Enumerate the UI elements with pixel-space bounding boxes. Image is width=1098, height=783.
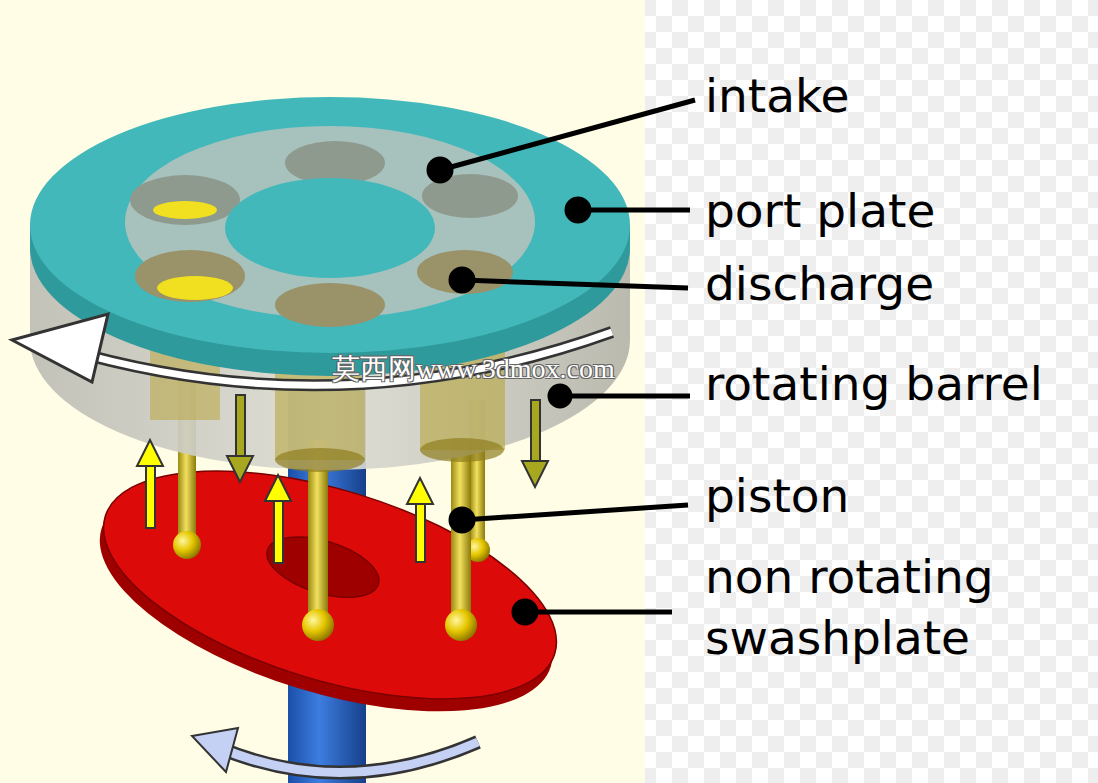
- part-label: discharge: [705, 253, 1085, 314]
- pump-part: [645, 0, 1098, 783]
- pump-part: [567, 199, 589, 221]
- pump-part: [0, 0, 645, 783]
- pump-part: [227, 456, 253, 482]
- pump-part: [274, 497, 283, 563]
- pump-part: [157, 276, 233, 300]
- part-label: rotating barrel: [705, 353, 1090, 414]
- part-label: port plate: [705, 180, 1085, 241]
- pump-part: [417, 250, 513, 294]
- part-label: non rotating swashplate: [705, 546, 1035, 668]
- pump-part: [407, 478, 433, 504]
- pump-part: [560, 394, 690, 399]
- pump-part: [275, 448, 365, 472]
- pump-part: [265, 475, 291, 501]
- pump-part: [462, 280, 688, 288]
- pump-part: [445, 609, 477, 641]
- pump-part: [173, 531, 201, 559]
- pump-part: [225, 178, 435, 278]
- pump-part: [525, 610, 672, 615]
- pump-part: [220, 742, 478, 773]
- pump-part: [192, 728, 238, 772]
- pump-part: [153, 201, 217, 219]
- pump-part: [137, 440, 163, 466]
- pump-part: [135, 250, 245, 302]
- pump-part: [451, 509, 473, 531]
- pump-part: [420, 438, 504, 462]
- pump-part: [451, 269, 473, 291]
- pump-part: [514, 601, 536, 623]
- pump-part: [462, 505, 688, 520]
- pump-part: [440, 100, 695, 170]
- pump-part: [74, 425, 583, 757]
- pump-part: [531, 400, 540, 464]
- pump-part: [578, 208, 690, 213]
- pump-part: [302, 609, 334, 641]
- pump-part: [137, 395, 548, 563]
- part-label: intake: [705, 65, 1085, 126]
- pump-part: [550, 386, 570, 406]
- pump-part: [130, 175, 240, 225]
- pump-part: [275, 283, 385, 327]
- part-label: piston: [705, 465, 1085, 526]
- pump-part: [416, 500, 425, 562]
- pump-part: [146, 462, 155, 528]
- pump-part: [30, 97, 630, 353]
- pump-part: [12, 314, 108, 382]
- watermark: 莫西网www.3dmox.com: [332, 354, 615, 385]
- pump-part: [522, 461, 548, 487]
- pump-part: [236, 395, 245, 459]
- pump-part: [220, 742, 478, 773]
- pump-part: [77, 425, 582, 744]
- pump-part: [429, 159, 451, 181]
